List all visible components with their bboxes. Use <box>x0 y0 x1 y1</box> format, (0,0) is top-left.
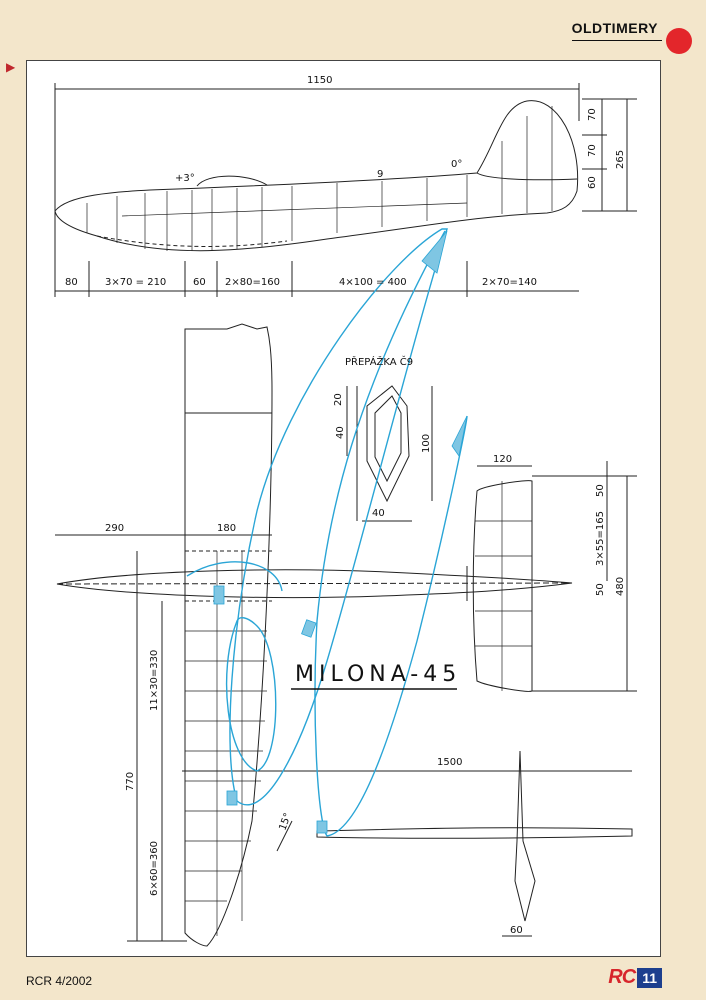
wing-span: 1500 <box>437 757 462 768</box>
section-title: OLDTIMERY <box>571 20 658 36</box>
former-label: PŘEPÁŽKA Č9 <box>345 355 413 368</box>
section-header: OLDTIMERY <box>571 20 662 41</box>
angle-rear: 0° <box>451 159 462 170</box>
wing-half-span: 770 <box>125 772 136 791</box>
dim-total-length: 1150 <box>307 75 332 86</box>
former-c9 <box>346 385 433 522</box>
former-number: 9 <box>377 169 383 180</box>
wing-nose-dim: 290 <box>105 523 124 534</box>
drawing-title: MILONA-45 <box>295 662 461 687</box>
stab-ribs: 3×55=165 <box>595 511 606 566</box>
wing-dihedral: 15° <box>277 812 293 832</box>
triangle-marker-icon: ▶ <box>6 60 16 74</box>
fin-width: 60 <box>510 925 523 936</box>
header-rule <box>571 40 662 41</box>
side-view <box>54 83 637 297</box>
wing-rib-inner: 11×30=330 <box>149 650 160 711</box>
wing-root-chord: 180 <box>217 523 236 534</box>
fuselage-top <box>56 566 573 601</box>
stab-span: 480 <box>615 577 626 596</box>
former-dim-height: 100 <box>421 434 432 453</box>
stab-tip: 50 <box>595 484 606 497</box>
seg-3: 60 <box>193 277 206 288</box>
magazine-logo: RC 11 <box>608 966 662 989</box>
fin-dim-total: 265 <box>615 150 626 169</box>
fin-dim-3: 60 <box>587 176 598 189</box>
wing-plan <box>55 323 273 947</box>
wing-rib-outer: 6×60=360 <box>149 841 160 896</box>
former-dim-bottom: 40 <box>372 508 385 519</box>
seg-5: 4×100 = 400 <box>339 277 407 288</box>
rc-logo-icon: RC <box>608 966 636 988</box>
fin-dim-1: 70 <box>587 108 598 121</box>
former-dim-left: 40 <box>335 426 346 439</box>
page-number: 11 <box>637 967 662 988</box>
fin-dim-2: 70 <box>587 144 598 157</box>
seg-4: 2×80=160 <box>225 277 280 288</box>
seg-6: 2×70=140 <box>482 277 537 288</box>
stab-chord: 120 <box>493 454 512 465</box>
red-dot-icon <box>666 28 692 54</box>
front-view <box>182 750 633 937</box>
former-dim-top: 20 <box>333 393 344 406</box>
blueprint-drawing: 1150 +3° 0° 9 80 3×70 = 210 60 2×80=160 … <box>54 75 637 947</box>
stabilizer <box>472 461 637 692</box>
issue-label: RCR 4/2002 <box>26 974 93 988</box>
seg-2: 3×70 = 210 <box>105 277 166 288</box>
seg-1: 80 <box>65 277 78 288</box>
angle-front: +3° <box>175 173 195 184</box>
blueprint-frame: 1150 +3° 0° 9 80 3×70 = 210 60 2×80=160 … <box>26 60 661 957</box>
stab-root: 50 <box>595 583 606 596</box>
